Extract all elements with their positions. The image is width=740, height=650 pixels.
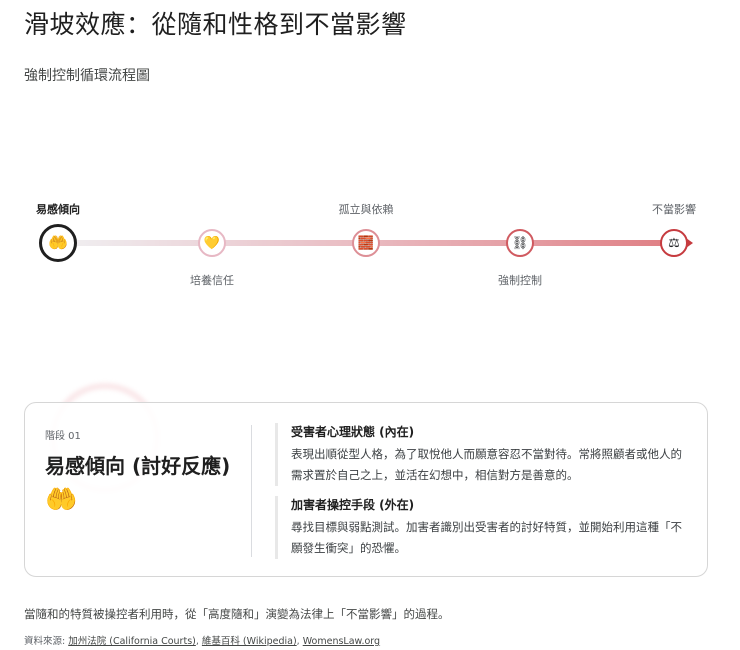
- stage-number: 階段 01: [45, 431, 81, 442]
- abuser-tactics-section: 加害者操控手段 (外在) 尋找目標與弱點測試。加害者識別出受害者的討好特質，並開…: [275, 496, 685, 559]
- victim-state-section: 受害者心理狀態 (內在) 表現出順從型人格，為了取悅他人而願意容忍不當對待。常將…: [275, 423, 685, 486]
- diagram-subtitle: 強制控制循環流程圖: [24, 68, 150, 84]
- page-title: 滑坡效應：從隨和性格到不當影響: [24, 10, 407, 39]
- stage-label-trust: 培養信任: [190, 274, 234, 287]
- source-link-womenslaw[interactable]: WomensLaw.org: [302, 636, 381, 647]
- stage-title: 易感傾向 (討好反應): [45, 454, 231, 478]
- stage-node-coercive-control[interactable]: ⛓: [506, 229, 534, 257]
- stage-detail-card: 階段 01 易感傾向 (討好反應) 🤲 受害者心理狀態 (內在) 表現出順從型人…: [24, 402, 708, 577]
- section-body: 表現出順從型人格，為了取悅他人而願意容忍不當對待。常將照顧者或他人的需求置於自己…: [291, 447, 682, 482]
- stage-node-isolation[interactable]: 🧱: [352, 229, 380, 257]
- separator: ,: [296, 636, 303, 647]
- stage-node-undue-influence[interactable]: ⚖: [660, 229, 688, 257]
- open-hands-icon: 🤲: [48, 233, 68, 252]
- sources-line: 資料來源: 加州法院 (California Courts), 維基百科 (Wi…: [24, 633, 380, 647]
- stage-label-undue-influence: 不當影響: [652, 203, 696, 216]
- section-title: 加害者操控手段 (外在): [291, 498, 415, 512]
- section-title: 受害者心理狀態 (內在): [291, 425, 415, 439]
- stage-node-trust[interactable]: 💛: [198, 229, 226, 257]
- section-body: 尋找目標與弱點測試。加害者識別出受害者的討好特質，並開始利用這種「不願發生衝突」…: [291, 520, 682, 555]
- footer-note: 當隨和的特質被操控者利用時，從「高度隨和」演變為法律上「不當影響」的過程。: [24, 607, 450, 621]
- source-link-wikipedia[interactable]: 維基百科 (Wikipedia): [201, 636, 297, 647]
- chains-icon: ⛓: [511, 235, 529, 251]
- stage-label-vulnerability: 易感傾向: [36, 203, 80, 216]
- yellow-heart-icon: 💛: [203, 235, 221, 251]
- arrow-right-icon: [686, 238, 693, 248]
- stage-node-vulnerability[interactable]: 🤲: [39, 224, 77, 262]
- process-timeline: 易感傾向 🤲 💛 培養信任 孤立與依賴 🧱 ⛓ 強制控制 不當影響 ⚖: [0, 190, 740, 300]
- brick-icon: 🧱: [357, 235, 375, 251]
- separator: ,: [195, 636, 202, 647]
- scales-icon: ⚖: [668, 235, 680, 251]
- stage-label-isolation: 孤立與依賴: [338, 203, 394, 216]
- source-link-california-courts[interactable]: 加州法院 (California Courts): [68, 636, 196, 647]
- card-divider: [251, 425, 252, 557]
- stage-label-coercive-control: 強制控制: [498, 274, 542, 287]
- stage-summary: 階段 01 易感傾向 (討好反應) 🤲: [45, 427, 255, 513]
- sources-label: 資料來源:: [24, 636, 69, 647]
- open-hands-icon: 🤲: [45, 485, 78, 515]
